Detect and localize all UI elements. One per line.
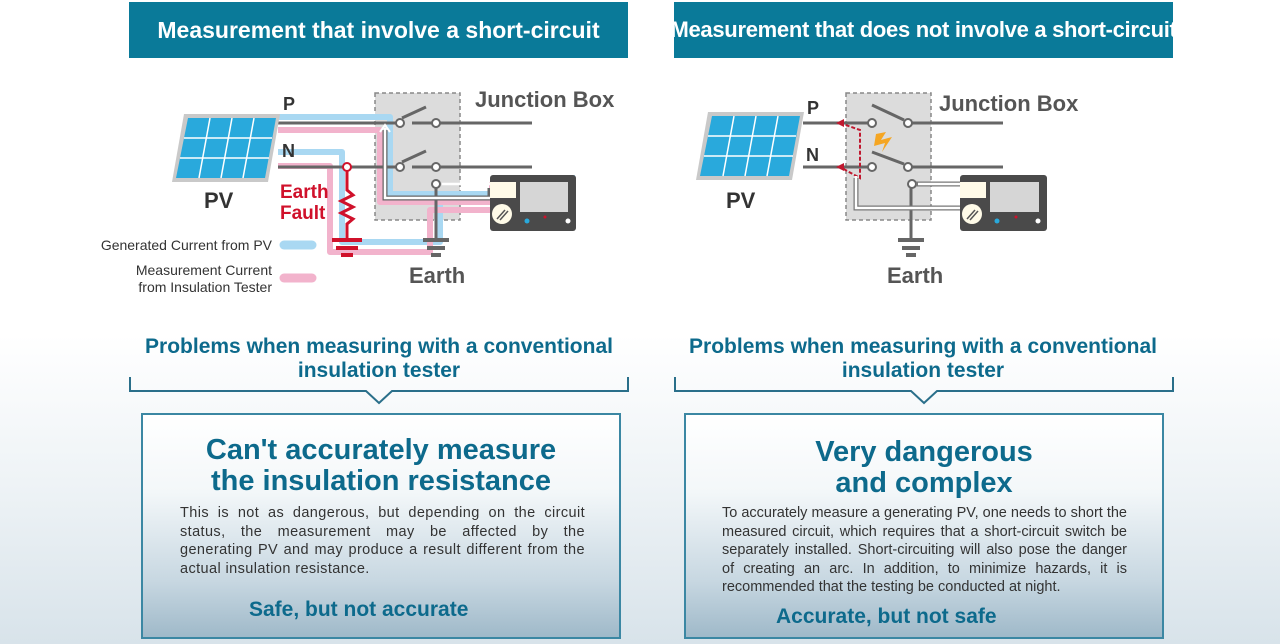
- switch-terminals: [395, 118, 441, 189]
- bracket-divider-left: [129, 377, 629, 405]
- insulation-tester-icon: [490, 175, 576, 231]
- label-earth: Earth: [409, 263, 465, 288]
- arc-spark-icon: [874, 132, 892, 152]
- problem-title-left: Problems when measuring with a conventio…: [145, 335, 613, 382]
- header-no-short-circuit: Measurement that does not involve a shor…: [670, 2, 1177, 58]
- box-title-line: Very dangerous: [815, 436, 1033, 468]
- switch-terminals: [867, 118, 917, 189]
- legend: Generated Current from PV Measurement Cu…: [101, 237, 317, 295]
- label-pv: PV: [726, 188, 756, 213]
- earth-ground-icon: [898, 238, 924, 257]
- legend-measurement-label-1: Measurement Current: [136, 262, 272, 278]
- tester-leads-inner: [383, 128, 492, 200]
- legend-generated-label: Generated Current from PV: [101, 237, 273, 253]
- box-description: This is not as dangerous, but depending …: [180, 505, 585, 577]
- label-pv: PV: [204, 188, 234, 213]
- box-title: Very dangerous and complex: [686, 437, 1162, 499]
- arrow-icon: [836, 163, 844, 171]
- tester-leads-inner: [854, 176, 962, 210]
- pv-panel-icon: [172, 114, 280, 182]
- box-description: To accurately measure a generating PV, o…: [722, 505, 1127, 595]
- label-earth-fault-2: Fault: [280, 203, 326, 224]
- box-verdict: Safe, but not accurate: [249, 598, 469, 621]
- label-p: P: [283, 94, 295, 114]
- fault-node: [342, 162, 352, 172]
- pv-panel-icon: [696, 112, 804, 180]
- problem-title-right: Problems when measuring with a conventio…: [689, 335, 1157, 382]
- wires: [803, 103, 1003, 238]
- wires: [278, 105, 532, 238]
- label-earth-fault-1: Earth: [280, 182, 329, 203]
- label-n: N: [282, 141, 295, 161]
- legend-measurement-label-2: from Insulation Tester: [138, 279, 272, 295]
- arrow-icon: [379, 123, 391, 133]
- diagram-no-short-circuit: P N PV Junction Box Earth: [696, 91, 1079, 288]
- label-n: N: [806, 145, 819, 165]
- result-box-left: Can't accurately measure the insulation …: [141, 413, 621, 639]
- diagram-short-circuit: P N PV Junction Box Earth Fault Earth Ge…: [101, 87, 615, 295]
- label-junction-box: Junction Box: [939, 91, 1079, 116]
- box-title-line: the insulation resistance: [210, 465, 552, 497]
- box-title: Can't accurately measure the insulation …: [143, 435, 619, 497]
- box-title-line: and complex: [835, 467, 1013, 499]
- short-circuit-path: [839, 122, 861, 180]
- label-p: P: [807, 98, 819, 118]
- box-verdict: Accurate, but not safe: [776, 605, 997, 628]
- earth-fault-resistor-icon: [337, 171, 357, 240]
- header-short-circuit: Measurement that involve a short-circuit: [129, 2, 628, 58]
- fault-ground-icon: [332, 238, 362, 257]
- result-box-right: Very dangerous and complex To accurately…: [684, 413, 1164, 639]
- insulation-tester-icon: [960, 175, 1047, 231]
- label-earth: Earth: [887, 263, 943, 288]
- label-junction-box: Junction Box: [475, 87, 615, 112]
- bracket-divider-right: [674, 377, 1174, 405]
- earth-ground-icon: [423, 238, 449, 257]
- box-title-line: Can't accurately measure: [205, 434, 557, 466]
- arrow-icon: [836, 119, 844, 127]
